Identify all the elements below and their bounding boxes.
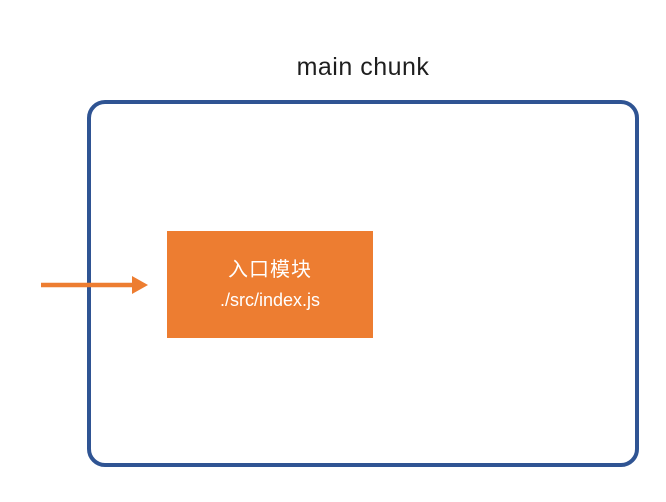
right-arrow-icon xyxy=(38,271,150,299)
diagram-title: main chunk xyxy=(296,53,430,81)
entry-module-box: 入口模块 ./src/index.js xyxy=(167,231,373,338)
entry-module-name: 入口模块 xyxy=(228,258,312,281)
entry-module-path: ./src/index.js xyxy=(219,289,321,310)
